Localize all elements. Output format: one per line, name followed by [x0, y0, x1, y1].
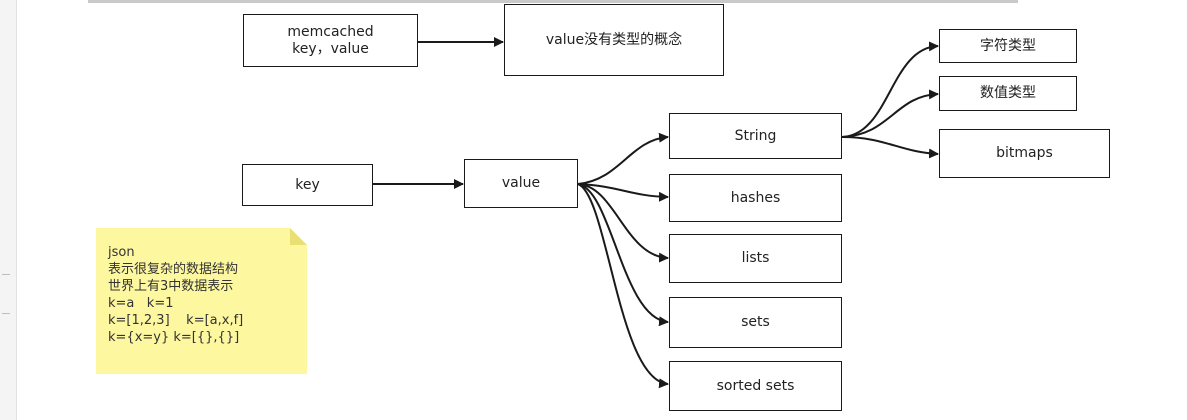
string-node: String	[669, 113, 842, 159]
value-node: value	[464, 159, 578, 208]
lists-node: lists	[669, 234, 842, 283]
top-divider	[88, 0, 1018, 3]
note-line: 世界上有3中数据表示	[108, 279, 234, 294]
memcached-node-label: memcached key，value	[287, 23, 374, 57]
arrow-value-to-sorted-sets	[577, 183, 669, 389]
numeric-type-node: 数值类型	[939, 76, 1077, 111]
gutter-tick	[2, 313, 10, 314]
left-gutter	[0, 0, 17, 420]
arrow-value-to-hashes	[577, 183, 669, 202]
sticky-note-text: json 表示很复杂的数据结构 世界上有3中数据表示 k=a k=1 k=[1,…	[108, 244, 243, 346]
note-line: k=[1,2,3] k=[a,x,f]	[108, 313, 244, 328]
sets-node: sets	[669, 297, 842, 348]
note-line: json	[108, 245, 135, 260]
key-node-label: key	[295, 176, 320, 193]
char-type-label: 字符类型	[980, 37, 1036, 54]
gutter-tick	[2, 274, 10, 275]
sticky-note	[96, 228, 307, 374]
key-node: key	[242, 164, 373, 206]
value-node-label: value	[501, 175, 541, 191]
char-type-node: 字符类型	[939, 29, 1077, 63]
hashes-node-label: hashes	[730, 189, 781, 206]
sets-node-label: sets	[741, 314, 770, 330]
hashes-node: hashes	[669, 174, 842, 222]
bitmaps-node-label: bitmaps	[996, 145, 1053, 161]
arrow-value-to-string	[577, 132, 669, 185]
note-line: k=a k=1	[108, 296, 174, 311]
arrow-string-to-bitmaps	[841, 136, 939, 159]
value-no-type-label: value没有类型的概念	[545, 31, 683, 48]
sorted-sets-node-label: sorted sets	[716, 377, 795, 394]
note-line: 表示很复杂的数据结构	[108, 262, 239, 277]
string-node-label: String	[734, 127, 777, 144]
memcached-node: memcached key，value	[243, 14, 418, 67]
arrow-value-to-lists	[577, 183, 669, 263]
bitmaps-node: bitmaps	[939, 129, 1110, 178]
arrow-string-to-numeric-type	[841, 89, 939, 138]
value-no-type-node: value没有类型的概念	[504, 4, 724, 76]
arrow-value-to-sets	[577, 183, 669, 327]
arrow-string-to-char-type	[841, 41, 939, 138]
numeric-type-label: 数值类型	[980, 85, 1036, 101]
lists-node-label: lists	[741, 250, 770, 266]
sorted-sets-node: sorted sets	[669, 361, 842, 411]
note-line: k={x=y} k=[{},{}]	[108, 330, 240, 345]
